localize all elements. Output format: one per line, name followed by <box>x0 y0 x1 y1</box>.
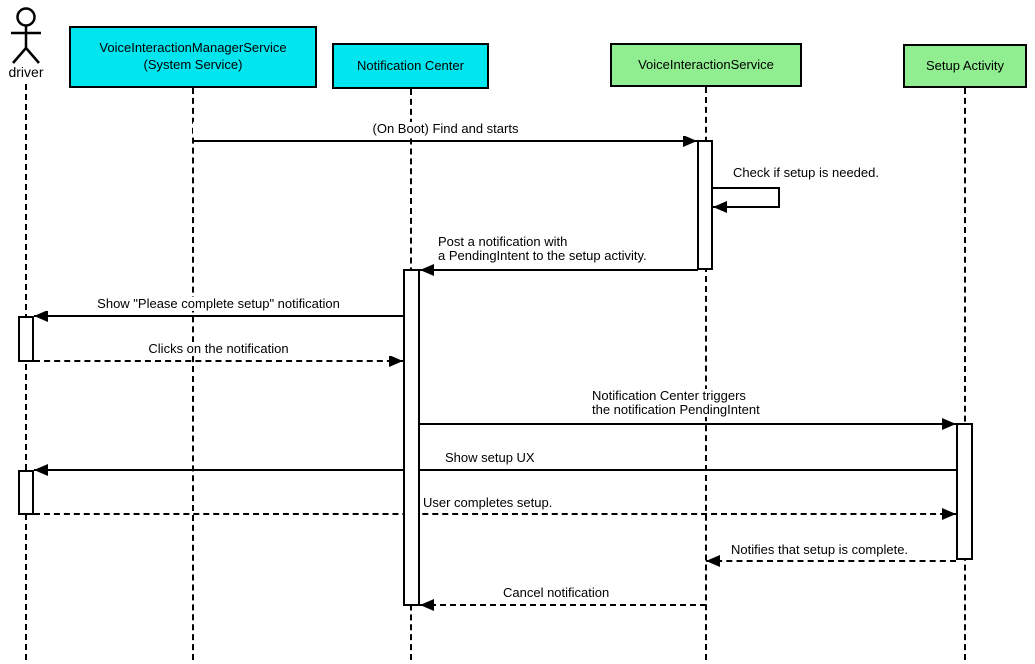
message-line-cancel-notification <box>420 604 706 606</box>
message-line-post-notification <box>420 269 698 271</box>
actor-icon <box>11 7 41 64</box>
message-label-user-completes-setup: User completes setup. <box>423 495 553 510</box>
arrowhead-left-icon <box>34 464 48 476</box>
arrowhead-left-icon <box>713 201 727 213</box>
arrowhead-left-icon <box>420 264 434 276</box>
arrowhead-right-icon <box>683 135 697 147</box>
lifeline-voiceinteractionmanagerservice <box>192 88 194 660</box>
message-label-triggers-pendingintent: Notification Center triggers the notific… <box>592 388 760 417</box>
participant-box-setup-activity: Setup Activity <box>903 44 1027 88</box>
activation-driver-2 <box>18 470 34 515</box>
message-label-show-setup-ux: Show setup UX <box>445 450 535 465</box>
participant-label-setup-activity: Setup Activity <box>925 57 1005 73</box>
arrowhead-right-icon <box>942 508 956 520</box>
participant-label-notification-center: Notification Center <box>357 57 464 73</box>
lifeline-driver <box>25 84 27 660</box>
arrowhead-left-icon <box>34 310 48 322</box>
participant-box-voiceinteractionservice: VoiceInteractionService <box>610 43 802 87</box>
activation-notification-center <box>403 269 420 606</box>
participant-label-voiceinteractionmanagerservice: VoiceInteractionManagerService (System S… <box>99 40 287 72</box>
message-line-show-notification <box>34 315 403 317</box>
arrowhead-left-icon <box>420 599 434 611</box>
message-label-on-boot-find-and-starts: (On Boot) Find and starts <box>193 122 698 136</box>
participant-box-voiceinteractionmanagerservice: VoiceInteractionManagerService (System S… <box>69 26 317 88</box>
message-line-notifies-setup-complete <box>706 560 956 562</box>
message-label-show-setup-notification: Show "Please complete setup" notificatio… <box>34 297 403 311</box>
message-line-clicks-notification <box>34 360 403 362</box>
message-line-triggers-pendingintent <box>420 423 956 425</box>
message-label-post-notification: Post a notification with a PendingIntent… <box>438 234 647 263</box>
message-line-show-setup-ux <box>34 469 956 471</box>
message-label-clicks-notification: Clicks on the notification <box>34 342 403 356</box>
activation-setup-activity <box>956 423 973 560</box>
arrowhead-right-icon <box>389 355 403 367</box>
arrowhead-right-icon <box>942 418 956 430</box>
participant-label-voiceinteractionservice: VoiceInteractionService <box>638 56 774 72</box>
message-line-user-completes-setup <box>34 513 956 515</box>
message-label-cancel-notification: Cancel notification <box>503 585 610 600</box>
message-line-on-boot <box>193 140 698 142</box>
self-message-right-line <box>778 187 780 207</box>
participant-box-notification-center: Notification Center <box>332 43 489 89</box>
self-message-bottom-line <box>713 206 780 208</box>
activation-voiceinteractionservice <box>697 140 713 270</box>
self-message-top-line <box>713 187 780 189</box>
activation-driver-1 <box>18 316 34 362</box>
message-label-check-if-setup-needed: Check if setup is needed. <box>733 165 879 180</box>
message-label-notifies-setup-complete: Notifies that setup is complete. <box>731 542 909 557</box>
arrowhead-left-icon <box>706 555 720 567</box>
lifeline-setup-activity <box>964 88 966 660</box>
lifeline-voiceinteractionservice <box>705 87 707 660</box>
participant-label-driver: driver <box>8 64 44 80</box>
